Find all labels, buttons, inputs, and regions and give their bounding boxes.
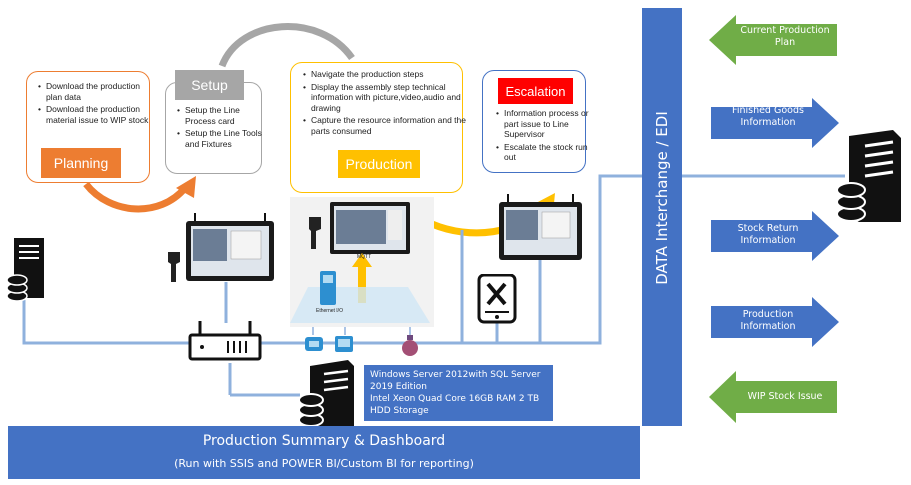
- dashboard-bar: Production Summary & Dashboard (Run with…: [8, 426, 640, 479]
- setup-bullet-2: Setup the Line Tools and Fixtures: [177, 128, 269, 149]
- current-plan-arrow: [709, 15, 837, 65]
- router-icon: [188, 321, 262, 361]
- escalation-bullet-2: Escalate the stock run out: [496, 142, 594, 163]
- server-spec-box: Windows Server 2012with SQL Server 2019 …: [364, 365, 553, 421]
- server-icon: [6, 238, 44, 302]
- planning-bullet-2: Download the production material issue t…: [38, 104, 154, 125]
- production-bullet-1: Navigate the production steps: [303, 69, 467, 80]
- sensor-icon: [305, 337, 323, 351]
- escalation-label: Escalation: [498, 78, 573, 104]
- monitor-icon: [499, 194, 582, 260]
- finished-goods-arrow: [711, 98, 839, 148]
- stock-return-arrow: [711, 211, 839, 261]
- planning-label: Planning: [41, 148, 121, 178]
- production-label: Production: [338, 150, 420, 178]
- ethernet-io-device-icon: [320, 271, 336, 305]
- wip-stock-arrow: [709, 371, 837, 423]
- ethernet-io-label: Ethernet I/O: [316, 308, 343, 314]
- monitor-icon: [186, 213, 274, 281]
- server-icon: [836, 130, 901, 222]
- barcode-scanner-icon: [309, 217, 321, 249]
- production-bullet-2: Display the assembly step technical info…: [303, 82, 467, 114]
- sensor-icon: [402, 335, 418, 356]
- dashboard-title: Production Summary & Dashboard: [202, 433, 446, 449]
- server-spec-line-1: Windows Server 2012with SQL Server 2019 …: [370, 370, 541, 392]
- current-plan-arrow-label: Current Production Plan: [740, 25, 830, 48]
- edi-bar: DATA Interchange / EDI: [642, 8, 682, 426]
- wip-stock-arrow-label: WIP Stock Issue: [747, 391, 823, 402]
- dashboard-subtitle: (Run with SSIS and POWER BI/Custom BI fo…: [174, 457, 474, 470]
- server-icon: [298, 360, 354, 427]
- finished-goods-arrow-label: Finished Goods Information: [732, 105, 804, 128]
- io-plane: [290, 287, 430, 323]
- production-bullet-3: Capture the resource information and the…: [303, 115, 467, 136]
- production-info-arrow: [711, 297, 839, 347]
- planning-bullet-1: Download the production plan data: [38, 81, 154, 102]
- server-spec-line-2: Intel Xeon Quad Core 16GB RAM 2 TB HDD S…: [370, 394, 540, 416]
- edi-bar-label: DATA Interchange / EDI: [653, 111, 671, 285]
- barcode-scanner-icon: [168, 252, 180, 282]
- sensor-icon: [335, 336, 353, 352]
- upload-arrow-icon: [352, 253, 372, 303]
- setup-label: Setup: [175, 70, 244, 100]
- escalation-bullet-1: Information process or part issue to Lin…: [496, 108, 594, 140]
- production-info-arrow-label: Production Information: [740, 309, 796, 332]
- monitor-icon: [330, 202, 410, 254]
- setup-bullet-1: Setup the Line Process card: [177, 105, 269, 126]
- mqtt-label: MQTT: [357, 254, 372, 260]
- mobile-tools-icon: [477, 274, 517, 324]
- production-line-image: MQTT Ethernet I/O: [290, 197, 434, 327]
- stock-return-arrow-label: Stock Return Information: [737, 223, 799, 246]
